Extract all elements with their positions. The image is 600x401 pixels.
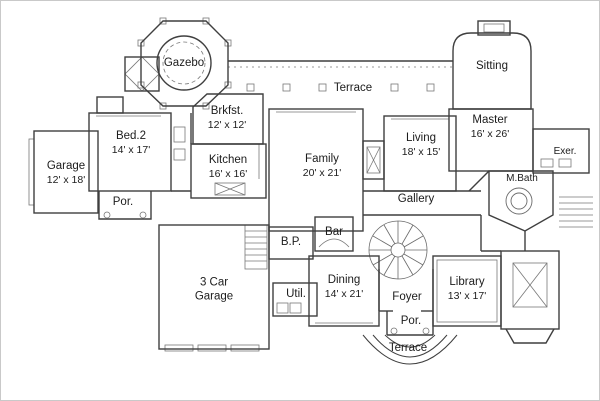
room-label-foyer: Foyer [392, 291, 422, 304]
room-label-gazebo: Gazebo [163, 57, 205, 70]
room-label-library: Library 13' x 17' [447, 276, 487, 302]
room-label-terrace-top: Terrace [333, 82, 373, 95]
room-label-bar: Bar [325, 226, 343, 239]
room-label-family: Family 20' x 21' [302, 153, 342, 179]
room-label-kitchen: Kitchen 16' x 16' [208, 154, 248, 180]
room-label-sitting: Sitting [476, 60, 508, 73]
plan-details [28, 17, 593, 352]
room-label-3-car-garage: 3 Car Garage [194, 276, 234, 302]
room-label-garage-left: Garage 12' x 18' [46, 160, 86, 186]
room-label-dining: Dining 14' x 21' [324, 274, 364, 300]
spiral-staircase [368, 220, 428, 280]
room-label-exercise: Exer. [553, 146, 577, 158]
plan-walls [33, 20, 590, 365]
room-label-terrace-bottom: Terrace [388, 342, 428, 355]
room-label-living: Living 18' x 15' [401, 132, 441, 158]
room-label-bed2: Bed.2 14' x 17' [111, 130, 151, 156]
room-label-porch-left: Por. [112, 196, 134, 209]
room-label-utility: Util. [286, 288, 306, 301]
bathtub [505, 187, 533, 215]
room-label-gallery: Gallery [397, 193, 435, 206]
room-label-master: Master 16' x 26' [470, 114, 510, 140]
room-label-butlers-pantry: B.P. [280, 236, 302, 249]
room-label-porch-bottom: Por. [400, 315, 422, 328]
room-label-breakfast: Brkfst. 12' x 12' [207, 105, 247, 131]
room-label-master-bath: M.Bath [506, 173, 538, 185]
